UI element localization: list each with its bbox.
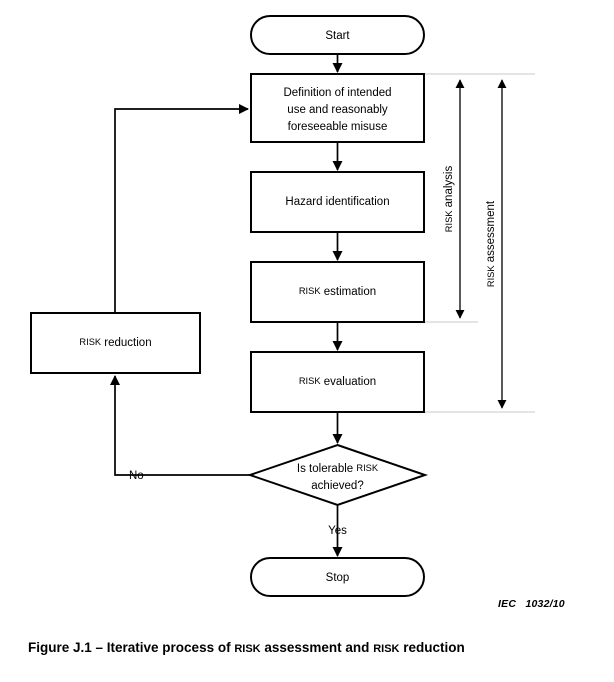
- figure-caption: Figure J.1 – Iterative process of RISK a…: [28, 640, 588, 655]
- caption-middle: assessment and: [260, 640, 374, 655]
- node-risk-estimation-rest: estimation: [321, 286, 377, 298]
- iec-reference-code: IEC 1032/10: [498, 598, 565, 610]
- caption-prefix: Figure J.1 – Iterative process of: [28, 640, 235, 655]
- flowchart-canvas: Start Definition of intended use and rea…: [30, 15, 535, 597]
- node-risk-estimation-label: RISK estimation: [299, 286, 376, 298]
- caption-smallcaps-2: RISK: [373, 643, 400, 655]
- edge-risk-reduction-to-definition: [114, 103, 250, 313]
- node-stop[interactable]: [250, 557, 425, 597]
- edge-label-yes: Yes: [328, 525, 347, 537]
- caption-smallcaps-1: RISK: [234, 643, 261, 655]
- bracket-risk-assessment-label: RISK assessment: [485, 200, 497, 287]
- node-decision-line1-pre: Is tolerable: [297, 463, 356, 475]
- node-risk-reduction-label: RISK reduction: [79, 337, 151, 349]
- node-risk-evaluation-rest: evaluation: [321, 376, 377, 388]
- bracket-risk-analysis-smallcaps: RISK: [444, 210, 454, 232]
- node-start-label: Start: [325, 30, 350, 42]
- bracket-risk-assessment-smallcaps: RISK: [486, 265, 496, 287]
- node-risk-evaluation-smallcaps: RISK: [299, 376, 321, 386]
- caption-suffix: reduction: [399, 640, 465, 655]
- node-decision-line1-smallcaps: RISK: [356, 463, 378, 473]
- bracket-risk-analysis-label: RISK analysis: [443, 166, 455, 233]
- node-definition-line2: use and reasonably: [287, 104, 388, 116]
- node-risk-evaluation[interactable]: [250, 351, 425, 413]
- node-risk-reduction-smallcaps: RISK: [79, 337, 101, 347]
- node-hazard-label: Hazard identification: [285, 196, 389, 208]
- node-risk-estimation-smallcaps: RISK: [299, 286, 321, 296]
- node-risk-evaluation-label: RISK evaluation: [299, 376, 376, 388]
- node-decision-line1: Is tolerable RISK: [297, 463, 379, 475]
- edge-decision-no-to-risk-reduction: [109, 374, 250, 476]
- bracket-risk-analysis-rest: analysis: [443, 166, 455, 211]
- node-stop-label: Stop: [326, 572, 350, 584]
- node-decision-line2: achieved?: [311, 480, 363, 492]
- node-risk-reduction-rest: reduction: [101, 337, 152, 349]
- bracket-risk-assessment-rest: assessment: [485, 200, 497, 265]
- edge-label-no: No: [129, 470, 144, 482]
- node-definition-line1: Definition of intended: [283, 87, 391, 99]
- node-definition-line3: foreseeable misuse: [288, 121, 388, 133]
